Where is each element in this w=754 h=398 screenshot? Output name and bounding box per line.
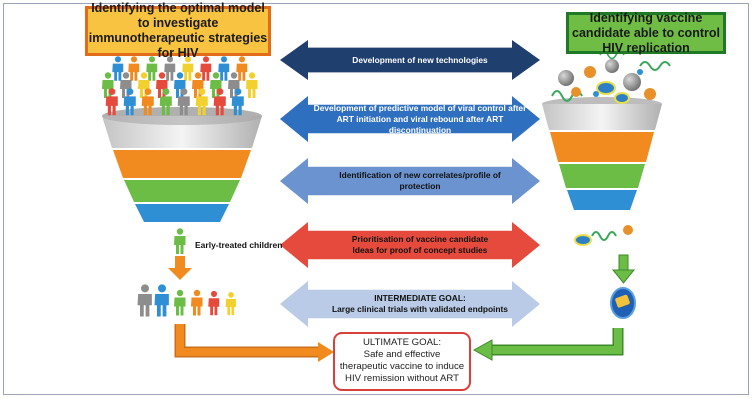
double-arrow [280,222,540,268]
ultimate-goal-box: ULTIMATE GOAL: Safe and effective therap… [333,332,471,391]
double-arrow [280,40,540,80]
person-icon [236,56,248,81]
person-icon [225,291,236,316]
person-icon [112,56,124,81]
diagram-frame [3,3,749,395]
arrow-label-correlates: Identification of new correlates/profile… [310,168,530,194]
double-arrow-group [280,40,540,327]
double-arrow [280,158,540,204]
person-icon [164,56,176,81]
goal-line: Safe and effective [363,349,441,360]
person-icon [182,56,194,81]
person-icon [159,88,172,116]
double-arrow [280,281,540,327]
person-icon [105,88,118,116]
virus-fragments-icon [574,225,633,246]
people-group-icon [137,284,236,317]
arrow-label-line: INTERMEDIATE GOAL: [374,293,466,303]
person-icon [200,56,212,81]
vaccine-icon [610,287,636,319]
person-icon [141,88,154,116]
right-title: Identifying vaccine candidate able to co… [566,11,726,55]
person-icon [174,228,186,254]
person-icon [231,88,244,116]
arrow-label-line: Ideas for proof of concept studies [352,245,488,255]
person-icon [137,284,152,317]
person-icon [146,56,158,81]
arrow-label-line: Prioritisation of vaccine candidate [351,234,489,244]
green-down-arrow-icon [611,254,636,284]
orange-arrow-to-goal-icon [174,324,334,362]
child-icon [174,228,186,254]
arrow-label-line: Identification of new correlates/profile… [339,170,501,180]
goal-line: HIV remission without ART [345,373,459,384]
person-icon [195,88,208,116]
people-crowd-icon [102,56,258,116]
person-icon [174,289,186,316]
orange-down-arrow-icon [168,256,192,280]
goal-line: ULTIMATE GOAL: [362,337,441,348]
person-icon [218,56,230,81]
person-icon [191,289,203,316]
right-funnel-icon [542,97,662,210]
person-icon [177,88,190,116]
person-icon [213,88,226,116]
arrow-label-prioritisation: Prioritisation of vaccine candidate Idea… [310,232,530,258]
person-icon [128,56,140,81]
arrow-label-line: protection [399,181,441,191]
person-icon [123,88,136,116]
green-arrow-to-goal-icon [472,328,624,361]
early-treated-children-label: Early-treated children [195,240,283,250]
arrow-label-intermediate-goal: INTERMEDIATE GOAL: Large clinical trials… [310,291,530,317]
left-funnel-icon [102,107,262,222]
arrow-label-line: Large clinical trials with validated end… [332,304,508,314]
goal-line: therapeutic vaccine to induce [339,361,465,372]
arrow-label-line: Development of new technologies [352,54,488,65]
person-icon [208,290,220,316]
double-arrow [280,96,540,142]
arrow-label-line: ART initiation and viral rebound after A… [336,113,504,135]
arrow-label-line: Development of predictive model of viral… [313,102,527,113]
arrow-label-new-technologies: Development of new technologies [310,52,530,68]
arrow-label-predictive-model: Development of predictive model of viral… [310,102,530,135]
person-icon [246,72,258,98]
person-icon [154,284,169,317]
left-title: Identifying the optimal model to investi… [85,1,271,60]
virus-cluster-icon [551,50,671,104]
